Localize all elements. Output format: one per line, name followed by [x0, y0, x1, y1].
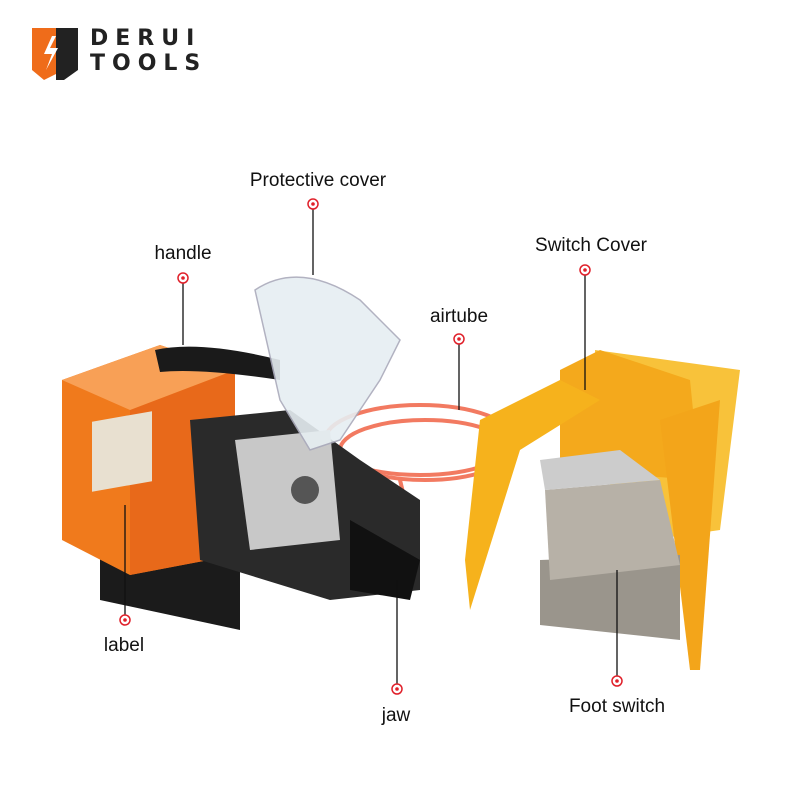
crimping-machine-graphic [62, 276, 420, 630]
callout-airtube: airtube [429, 306, 489, 327]
callout-markers [124, 209, 618, 684]
callout-handle: handle [154, 243, 212, 264]
brand-line1: DERUI [90, 26, 202, 51]
callout-jaw: jaw [381, 705, 411, 726]
callout-foot-switch: Foot switch [568, 696, 666, 717]
callout-label: label [103, 635, 145, 656]
brand-line2: TOOLS [90, 51, 208, 76]
brand-logo-icon [32, 28, 78, 80]
callout-protective-cover: Protective cover [249, 170, 387, 191]
foot-switch-graphic [465, 350, 740, 670]
brand-name: DERUI TOOLS [90, 26, 207, 76]
callout-switch-cover: Switch Cover [535, 235, 647, 256]
